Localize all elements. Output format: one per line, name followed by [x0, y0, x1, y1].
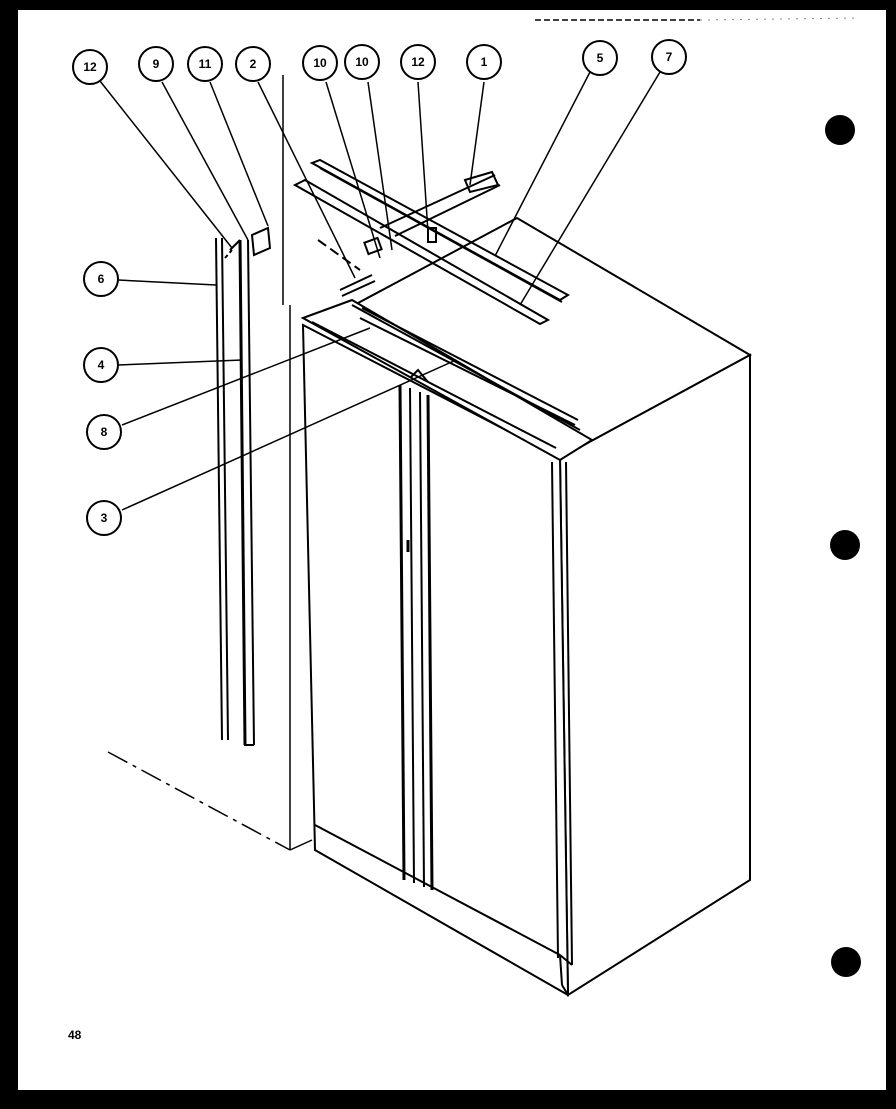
- top-rail-assembly: [292, 158, 570, 326]
- binder-hole-top: [825, 115, 855, 145]
- callout-4: 4: [83, 347, 119, 383]
- callout-12-left: 12: [72, 49, 108, 85]
- callout-9: 9: [138, 46, 174, 82]
- adjacent-cabinet-outline: [107, 75, 313, 851]
- callout-10-a: 10: [302, 45, 338, 81]
- scan-mark: [699, 17, 861, 21]
- svg-text:12: 12: [83, 60, 97, 74]
- svg-text:11: 11: [199, 57, 212, 71]
- callout-8: 8: [86, 414, 122, 450]
- svg-text:2: 2: [250, 57, 257, 71]
- callout-6: 6: [83, 261, 119, 297]
- svg-text:5: 5: [597, 51, 604, 65]
- refrigerator-body: [300, 216, 753, 997]
- svg-text:3: 3: [101, 511, 108, 525]
- svg-text:7: 7: [666, 50, 673, 64]
- callout-3: 3: [86, 500, 122, 536]
- svg-text:1: 1: [481, 55, 488, 69]
- callout-12-top: 12: [400, 44, 436, 80]
- callout-5: 5: [582, 40, 618, 76]
- svg-text:12: 12: [411, 55, 425, 69]
- callout-11: 11: [187, 46, 223, 82]
- page-number: 48: [68, 1028, 82, 1042]
- binder-hole-middle: [830, 530, 860, 560]
- svg-text:8: 8: [101, 425, 108, 439]
- left-trim-strips: [215, 226, 272, 746]
- callout-10-b: 10: [344, 44, 380, 80]
- binder-hole-bottom: [831, 947, 861, 977]
- leader-lines: [99, 71, 661, 511]
- svg-text:4: 4: [98, 358, 105, 372]
- svg-text:10: 10: [313, 56, 327, 70]
- callout-1: 1: [466, 44, 502, 80]
- callout-7: 7: [651, 39, 687, 75]
- svg-text:6: 6: [98, 272, 105, 286]
- svg-text:9: 9: [153, 57, 160, 71]
- svg-text:10: 10: [355, 55, 369, 69]
- callout-2: 2: [235, 46, 271, 82]
